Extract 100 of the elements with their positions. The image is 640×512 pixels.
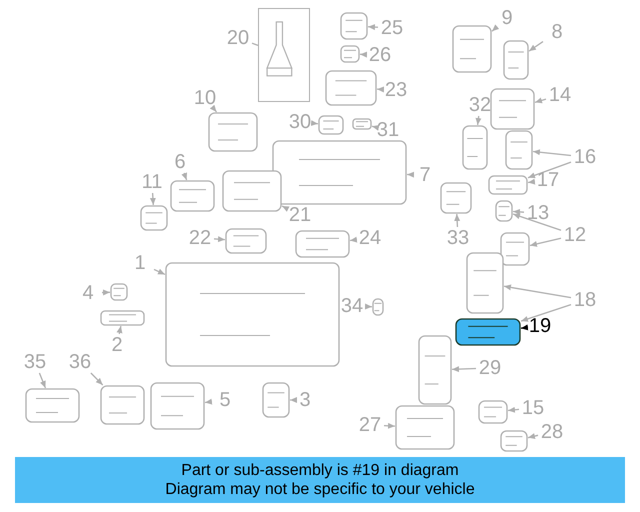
leader-line	[512, 213, 562, 231]
callout-number: 1	[126, 252, 154, 274]
leader-line	[534, 98, 546, 104]
callout-number: 29	[476, 357, 504, 379]
leader-line	[532, 149, 572, 156]
part-drawing	[372, 298, 384, 316]
part-drawing	[25, 388, 80, 423]
part-drawing	[165, 262, 340, 367]
callout-number: 15	[519, 397, 547, 419]
callout-number: 25	[378, 17, 406, 39]
leader-line	[102, 290, 110, 296]
part-drawing	[295, 230, 350, 258]
leader-line	[290, 397, 297, 403]
part-drawing	[225, 228, 267, 254]
callout-number: 24	[356, 227, 384, 249]
part-drawing	[340, 12, 368, 40]
callout-number: 36	[66, 351, 94, 373]
leader-line	[530, 238, 562, 247]
callout-number: 17	[534, 169, 562, 191]
part-drawing	[500, 430, 528, 452]
callout-number: 23	[382, 79, 410, 101]
part-drawing	[462, 125, 488, 170]
part-drawing	[352, 118, 372, 130]
notice-text: Diagram may not be specific to your vehicle	[164, 480, 476, 499]
callout-number: 22	[186, 227, 214, 249]
part-drawing	[325, 70, 377, 106]
leader-line	[376, 86, 384, 92]
callout-number: 32	[466, 94, 494, 116]
callout-number: 28	[538, 421, 566, 443]
leader-line	[210, 104, 218, 112]
leader-line	[252, 42, 258, 46]
leader-line	[310, 120, 318, 126]
part-drawing	[495, 200, 513, 222]
notice-banner	[15, 457, 625, 503]
leader-line	[154, 268, 166, 276]
part-drawing	[490, 88, 535, 130]
leader-line	[150, 192, 156, 206]
leader-line	[116, 326, 122, 334]
leader-line	[528, 41, 544, 52]
leader-line	[520, 324, 528, 330]
part-drawing	[395, 405, 455, 450]
leader-line	[384, 422, 396, 429]
callout-number: 26	[366, 44, 394, 66]
leader-line	[492, 24, 500, 32]
part-drawing	[505, 130, 533, 170]
callout-number: 27	[356, 414, 384, 436]
callout-number: 31	[374, 119, 402, 141]
leader-line	[372, 124, 380, 131]
callout-number: 12	[561, 224, 589, 246]
callout-number: 16	[571, 146, 599, 168]
leader-line	[38, 372, 46, 388]
callout-number: 30	[286, 111, 314, 133]
callout-number: 6	[166, 151, 194, 173]
notice-text: Part or sub-assembly is #19 in diagram	[180, 461, 460, 480]
callout-number: 20	[224, 27, 252, 49]
callout-number: 14	[546, 84, 574, 106]
callout-number: 19	[526, 315, 554, 337]
leader-line	[350, 236, 358, 243]
part-drawing	[455, 318, 521, 346]
callout-number: 33	[444, 227, 472, 249]
part-drawing	[488, 175, 528, 195]
callout-number: 9	[493, 7, 521, 29]
leader-line	[368, 24, 378, 30]
callout-number: 10	[191, 87, 219, 109]
leader-line	[364, 304, 372, 310]
part-drawing	[418, 335, 452, 405]
leader-line	[204, 398, 212, 405]
leader-line	[282, 205, 290, 212]
leader-line	[528, 178, 536, 185]
callout-number: 4	[74, 282, 102, 304]
leader-line	[475, 116, 482, 126]
part-drawing	[110, 283, 128, 301]
leader-line	[454, 214, 460, 228]
part-drawing	[440, 182, 472, 214]
callout-number: 34	[338, 295, 366, 317]
part-drawing	[452, 25, 492, 73]
part-drawing	[478, 400, 508, 424]
leader-line	[528, 161, 572, 178]
callout-number: 2	[103, 334, 131, 356]
frame-box	[258, 8, 310, 102]
part-drawing	[140, 205, 168, 231]
part-drawing	[100, 310, 145, 326]
part-drawing	[170, 180, 215, 212]
callout-number: 21	[286, 204, 314, 226]
part-drawing	[466, 252, 504, 314]
callout-number: 3	[291, 389, 319, 411]
part-drawing	[503, 40, 529, 80]
callout-number: 18	[571, 289, 599, 311]
part-drawing	[500, 232, 530, 266]
callout-number: 7	[411, 164, 439, 186]
part-drawing	[340, 45, 360, 63]
leader-line	[512, 208, 524, 215]
part-drawing	[222, 170, 282, 212]
part-drawing	[318, 115, 344, 135]
leader-line	[181, 172, 188, 180]
leader-line	[520, 304, 572, 322]
leader-line	[90, 372, 104, 386]
callout-number: 5	[211, 389, 239, 411]
leader-line	[214, 236, 226, 242]
part-drawing	[150, 382, 205, 430]
